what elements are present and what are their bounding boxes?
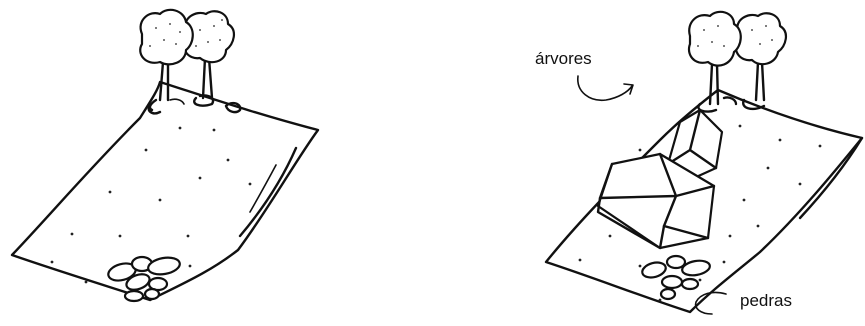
left-tree-back [184, 11, 234, 98]
left-slope-ridge [240, 148, 296, 236]
right-tree-front [689, 12, 741, 104]
stones-label: pedras [740, 291, 792, 310]
left-tree-front [140, 10, 193, 100]
trees-arrow [578, 76, 633, 100]
right-terrain-sketch: árvores pedras [535, 12, 862, 314]
right-stones [641, 256, 711, 299]
right-tree-back [736, 13, 786, 100]
trees-label: árvores [535, 49, 592, 68]
left-terrain-sketch [12, 10, 318, 301]
right-building [598, 110, 722, 248]
left-stones [106, 255, 181, 301]
